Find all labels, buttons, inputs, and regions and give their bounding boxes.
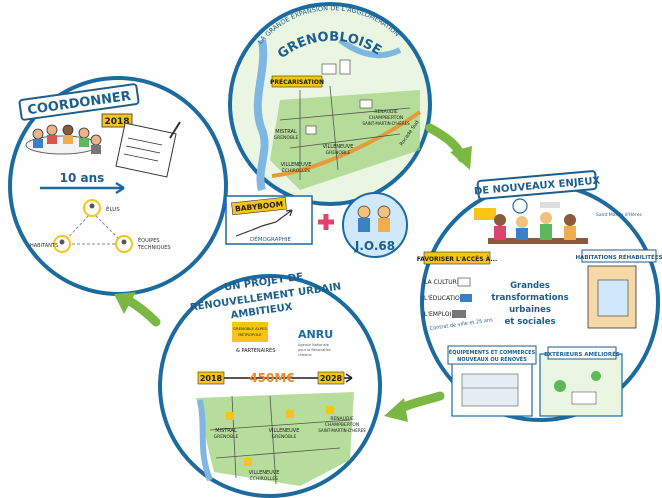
- metropole-logo: [474, 208, 496, 220]
- habitations-tag: [581, 249, 657, 263]
- growth-curve: [235, 209, 293, 237]
- proj-villeneuve-gre-1: VILLENEUVE: [269, 428, 300, 434]
- meeting-illustration: [25, 124, 102, 155]
- partenaires-label: & PARTENAIRES: [236, 348, 275, 354]
- rocade-road: [271, 110, 422, 178]
- proj-renaudie-2: CHAMPBERTON: [325, 422, 360, 428]
- residents-illustration: [488, 212, 588, 244]
- coordonner-year: 2018: [104, 117, 129, 127]
- exp-villeneuve-ech-1: VILLENEUVE: [281, 162, 312, 168]
- equipes-label-2: TECHNIQUES: [137, 245, 171, 251]
- projet-budget: 450M€: [249, 371, 294, 385]
- smh-logo-label: Saint Martin d'Hères: [596, 211, 642, 218]
- arrow-projet-to-coordonner: [123, 295, 161, 327]
- exp-villeneuve-gre-2: GRENOBLE: [326, 150, 351, 156]
- urban-green-area: [270, 90, 420, 190]
- projet-year-end: 2028: [320, 374, 343, 383]
- enjeux-panel: DE NOUVEAUX ENJEUX Saint Martin d'Hères …: [417, 170, 662, 422]
- exp-villeneuve-gre-1: VILLENEUVE: [323, 144, 354, 150]
- anru-sub-1: Agence Nationale: [298, 343, 329, 347]
- culture-icon: [457, 277, 471, 287]
- proj-villeneuve-gre-2: GRENOBLE: [272, 434, 297, 440]
- city-seal-logo: [512, 198, 528, 214]
- anru-logo: ANRU: [298, 328, 333, 341]
- river: [253, 39, 269, 192]
- proj-villeneuve-ech-1: VILLENEUVE: [249, 470, 280, 476]
- coordonner-panel: COORDONNER 2018 10 ans: [8, 76, 228, 296]
- precarisation-label: PRÉCARISATION: [270, 78, 324, 86]
- projet-panel: UN PROJET DE RENOUVELLEMENT URBAIN AMBIT…: [158, 272, 382, 498]
- favoriser-tag: [423, 251, 491, 265]
- projet-metro-2: MÉTROPOLE: [238, 332, 262, 337]
- habitants-label: HABITANTS: [30, 243, 58, 249]
- exp-villeneuve-ech-2: ÉCHIROLLES: [282, 166, 310, 174]
- jo-label: J.O.68: [354, 239, 395, 253]
- expansion-panel: LA GRANDE EXPANSION DE L'AGGLOMÉRATION G…: [225, 2, 432, 258]
- equipes-label-1: ÉQUIPES: [138, 236, 160, 244]
- proj-villeneuve-ech-2: ÉCHIROLLES: [250, 474, 278, 482]
- demographie-label: DÉMOGRAPHIE: [250, 235, 291, 243]
- laptop-icon: [452, 310, 466, 318]
- flow-arrows: [114, 123, 472, 422]
- equipements-label-2: NOUVEAUX OU RÉNOVÉS: [457, 355, 527, 363]
- anru-sub-3: Urbaine: [298, 353, 312, 357]
- projet-metro-1: GRENOBLE ALPES: [233, 326, 268, 331]
- exterieurs-tag: [547, 346, 617, 360]
- exterieurs-panel: [539, 353, 623, 417]
- metropole-logo-2: [232, 322, 268, 342]
- culture-label: LA CULTURE: [424, 279, 461, 286]
- grandes-2: transformations: [491, 293, 568, 303]
- elus-label: ÉLUS: [106, 205, 120, 213]
- exp-renaudie-3: SAINT-MARTIN-D'HÈRES: [362, 121, 410, 126]
- proj-mistral-1: MISTRAL: [215, 428, 237, 434]
- precarisation-tag: [271, 75, 323, 88]
- projet-year-end-tag: [317, 371, 345, 385]
- partner-logo: [540, 202, 560, 208]
- projet-year-start: 2018: [200, 374, 223, 383]
- coordonner-duration: 10 ans: [60, 171, 105, 185]
- exterieurs-label: EXTÉRIEURS AMÉLIORÉS: [544, 350, 620, 358]
- anru-sub-2: pour la Rénovation: [298, 348, 331, 352]
- enjeux-title-tag: [476, 170, 598, 200]
- exp-mistral-2: GRENOBLE: [274, 135, 299, 141]
- proj-mistral-2: GRENOBLE: [214, 434, 239, 440]
- exp-renaudie-2: CHAMPBERTON: [369, 115, 404, 121]
- habitations-label: HABITATIONS RÉHABILITÉES: [575, 253, 662, 261]
- babyboom-tag: [231, 196, 287, 216]
- emploi-label: L'EMPLOI: [424, 311, 451, 318]
- exp-renaudie-1: RENAUDIE: [374, 109, 398, 115]
- exp-mistral-1: MISTRAL: [275, 129, 297, 135]
- education-label: L'ÉDUCATION: [424, 294, 464, 302]
- grandes-3: urbaines: [509, 305, 551, 315]
- equipements-label-1: ÉQUIPEMENTS ET COMMERCES: [449, 348, 536, 356]
- grandes-1: Grandes: [510, 281, 550, 291]
- plus-icon: [318, 214, 334, 230]
- projet-year-start-tag: [197, 371, 225, 385]
- grandes-4: et sociales: [504, 317, 555, 327]
- document-illustration: [115, 121, 181, 178]
- favoriser-label: FAVORISER L'ACCÈS À...: [417, 255, 497, 263]
- proj-renaudie-3: SAINT-MARTIN-D'HÈRES: [318, 428, 366, 433]
- equipements-tag: [447, 345, 537, 365]
- proj-renaudie-1: RENAUDIE: [330, 416, 354, 422]
- education-icon: [460, 294, 472, 302]
